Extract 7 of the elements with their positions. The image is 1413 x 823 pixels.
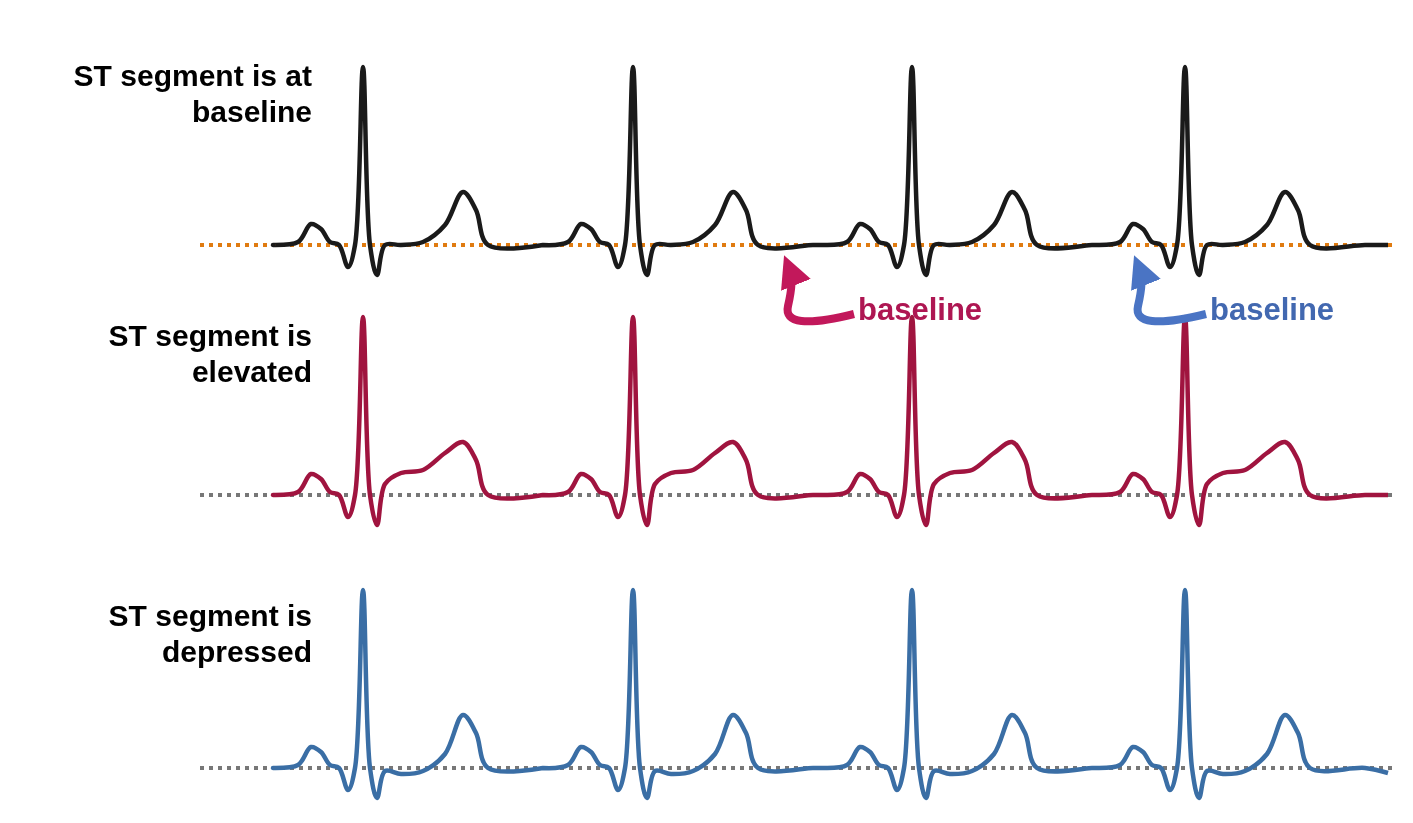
baseline-label: baseline: [1210, 292, 1335, 328]
baseline-label: baseline: [858, 292, 983, 328]
row-label: ST segment is at baseline: [72, 58, 312, 130]
row-label: ST segment is elevated: [107, 318, 312, 390]
row-label: ST segment is depressed: [107, 598, 312, 670]
curved-arrow: [779, 254, 855, 326]
curved-arrow: [1129, 254, 1207, 326]
